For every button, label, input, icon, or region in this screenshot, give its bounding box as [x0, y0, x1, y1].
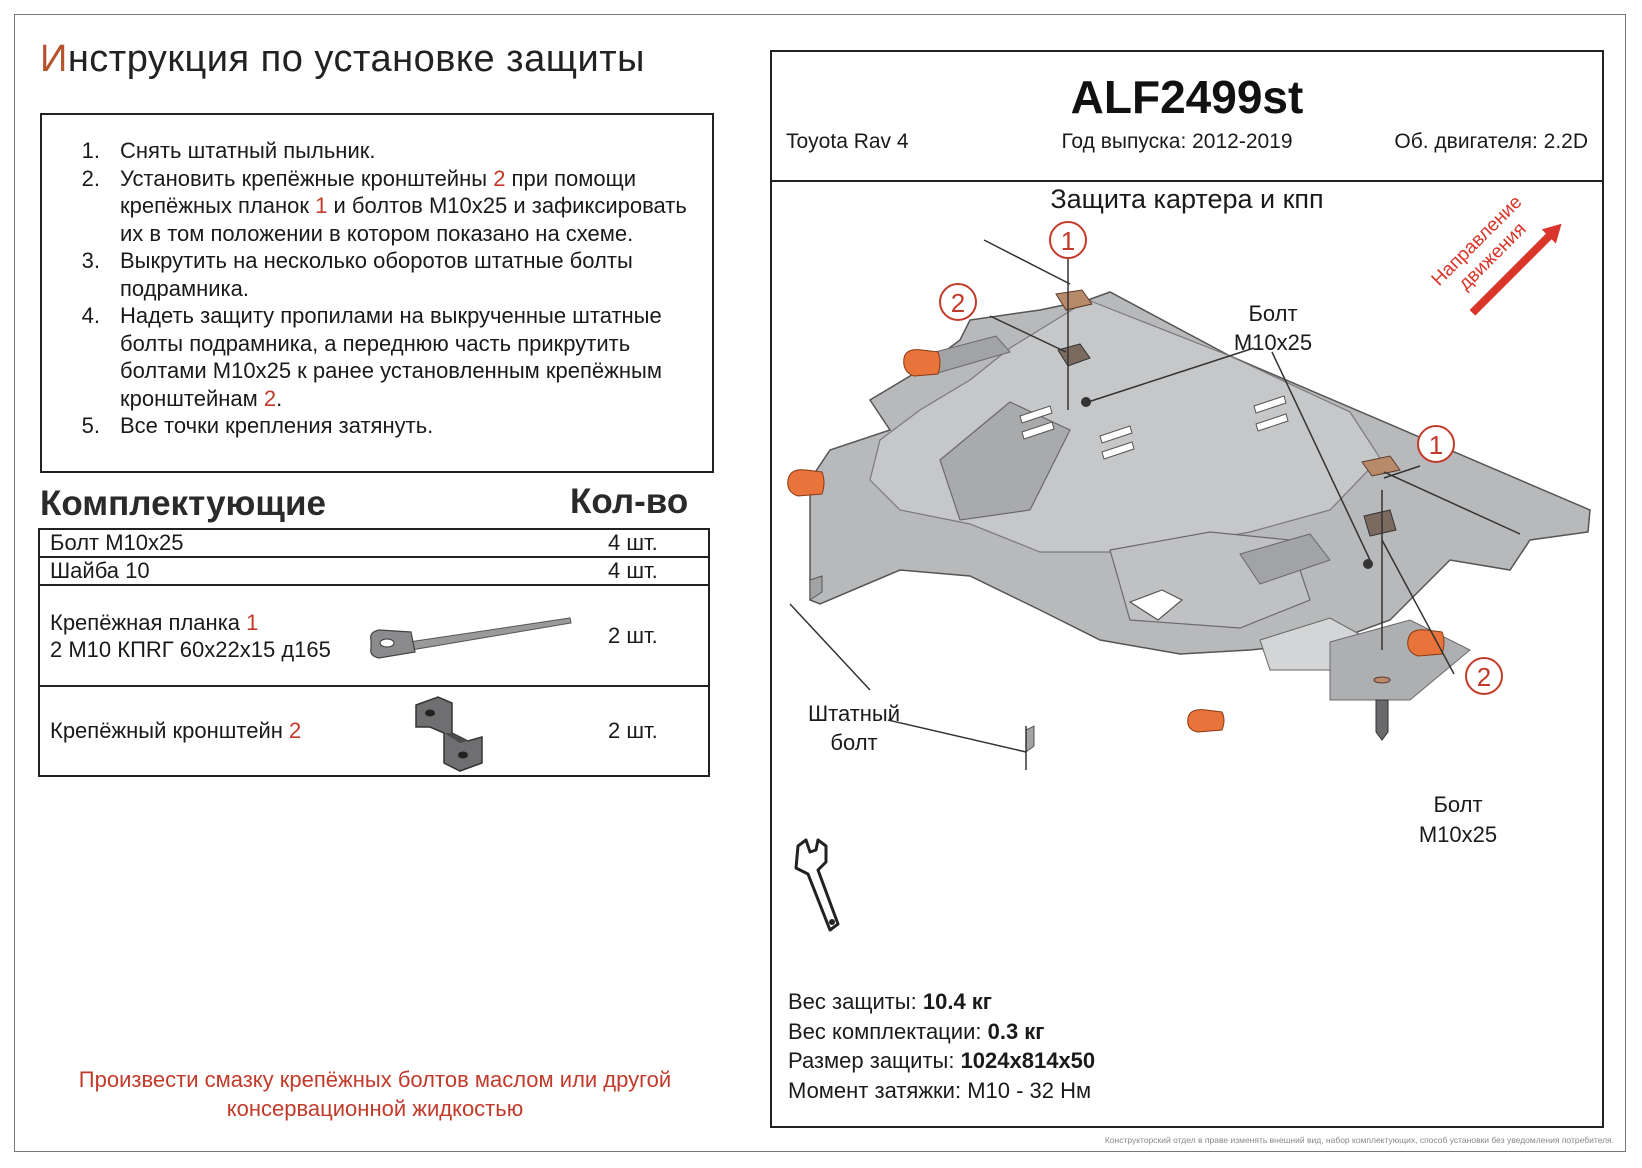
- page-frame: [14, 14, 1626, 1152]
- spec-size: Размер защиты: 1024x814x50: [788, 1048, 1096, 1073]
- model-code: ALF2499st: [1070, 71, 1304, 123]
- instruction-step: 4. Надеть защиту пропилами на выкрученные…: [60, 302, 700, 412]
- kit-row: Болт М10х25 4 шт.: [38, 528, 710, 558]
- step-part-reference: 1: [315, 193, 328, 218]
- kit-row: Шайба 10 4 шт.: [38, 556, 710, 586]
- step-text: и болтов М10х25 и зафиксировать их в том…: [120, 193, 687, 246]
- callout-1: 1: [1061, 226, 1075, 256]
- kit-table: Болт М10х25 4 шт. Шайба 10 4 шт. Крепёжн…: [38, 528, 710, 777]
- drawing-title: Защита картера и кпп: [1050, 184, 1324, 214]
- mounting-bracket-image: [415, 696, 483, 772]
- pad: [903, 349, 941, 377]
- spec-kit-weight: Вес комплектации: 0.3 кг: [788, 1018, 1045, 1044]
- instruction-step: 2. Установить крепёжные кронштейны 2 при …: [60, 165, 700, 248]
- step-number: 3.: [81, 248, 100, 273]
- kit-item-label: Крепёжный кронштейн: [50, 718, 290, 743]
- instruction-step: 1. Снять штатный пыльник.: [60, 137, 700, 165]
- product-panel: ALF2499st Toyota Rav 4 Год выпуска: 2012…: [770, 50, 1604, 1128]
- bolt-label-top: Болт: [1248, 301, 1297, 326]
- step-text: Установить крепёжные кронштейны: [120, 165, 494, 191]
- kit-item-number: 1: [246, 609, 259, 635]
- quantity-heading: Кол-во: [570, 482, 689, 521]
- spec-weight: Вес защиты: 10.4 кг: [788, 989, 992, 1014]
- pad: [787, 469, 825, 497]
- step-text: при помощи крепёжных планок: [120, 165, 636, 219]
- kit-item-name: Болт М10х25: [38, 528, 598, 558]
- model-header: ALF2499st Toyota Rav 4 Год выпуска: 2012…: [772, 52, 1602, 182]
- title-rest: нструкция по установке защиты: [67, 38, 645, 80]
- title-first-letter: И: [40, 38, 68, 80]
- bolt-size-top: М10х25: [1234, 330, 1312, 355]
- kit-item-qty: 2 шт.: [598, 584, 710, 687]
- car-model: Toyota Rav 4: [786, 130, 909, 153]
- kit-item-qty: 4 шт.: [598, 528, 710, 558]
- kit-item-qty: 2 шт.: [598, 685, 710, 777]
- step-number: 2.: [81, 165, 100, 191]
- wrench-icon: [794, 838, 840, 932]
- instruction-steps: 1. Снять штатный пыльник. 2. Установить кре…: [60, 137, 700, 440]
- instruction-step: 5. Все точки крепления затянуть.: [60, 412, 700, 440]
- engine-volume: Об. двигателя: 2.2D: [1394, 130, 1588, 153]
- stock-bolt-label: Штатный: [808, 701, 900, 726]
- step-part-reference: 2: [493, 165, 506, 191]
- step-text: Снять штатный пыльник.: [120, 138, 376, 163]
- bolt-label-right: Болт: [1433, 792, 1482, 817]
- spec-torque: Момент затяжки: М10 - 32 Нм: [788, 1077, 1092, 1103]
- kit-row: Крепёжный кронштейн 2 2 шт.: [38, 685, 710, 777]
- kit-heading: Комплектующие: [40, 484, 326, 523]
- step-number: 4.: [81, 303, 100, 328]
- pad: [1407, 629, 1445, 657]
- callout-2: 2: [1477, 662, 1491, 692]
- disclaimer: Конструкторский отдел в праве изменять в…: [1104, 1135, 1614, 1145]
- callout-1: 1: [1429, 430, 1443, 460]
- production-years: Год выпуска: 2012-2019: [1061, 130, 1293, 153]
- callout-2: 2: [951, 288, 965, 318]
- mounting-plate-image: [370, 617, 572, 659]
- step-text: Выкрутить на несколько оборотов штатные …: [120, 248, 633, 301]
- step-text: Надеть защиту пропилами на выкрученные ш…: [120, 303, 662, 411]
- step-part-reference: 2: [263, 385, 277, 411]
- step-number: 1.: [81, 138, 100, 163]
- instruction-step: 3. Выкрутить на несколько оборотов штатны…: [60, 247, 700, 302]
- stock-bolt-label-line2: болт: [830, 730, 877, 755]
- page-title: Инструкция по установке защиты: [40, 38, 645, 81]
- bolt-size-right: М10х25: [1419, 822, 1497, 847]
- kit-item-spec: 2 М10 КПRГ 60х22х15 д165: [50, 636, 331, 662]
- step-number: 5.: [81, 413, 100, 438]
- step-text: .: [276, 385, 283, 411]
- lubrication-note: Произвести смазку крепёжных болтов масло…: [78, 1067, 672, 1121]
- kit-item-name: Шайба 10: [38, 556, 598, 586]
- specs-block: Вес защиты: 10.4 кг Вес комплектации: 0.…: [788, 987, 1095, 1105]
- kit-item-qty: 4 шт.: [598, 556, 710, 586]
- kit-item-label: Крепёжная планка: [50, 609, 247, 635]
- pad: [1187, 709, 1225, 733]
- kit-item-number: 2: [289, 718, 302, 743]
- direction-indicator: Направление движения: [1428, 192, 1562, 316]
- skid-plate-drawing: 1 2 1 2 Болт М10х25 Болт М10х25 Штатный …: [787, 192, 1591, 932]
- direction-arrow-icon: [1469, 223, 1562, 316]
- step-text: Все точки крепления затянуть.: [120, 413, 434, 438]
- instructions-box: 1. Снять штатный пыльник. 2. Установить кре…: [40, 113, 714, 473]
